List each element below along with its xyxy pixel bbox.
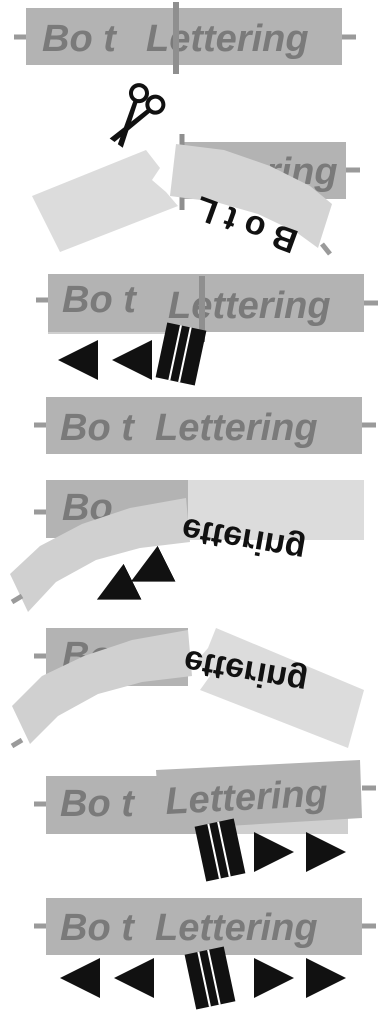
- label-text-left: Bo t: [42, 18, 117, 60]
- label-text-left: Bo t: [60, 783, 135, 825]
- label-text-right: Lettering: [146, 18, 309, 60]
- tape-end: [12, 596, 22, 602]
- step-3-join-left: Bo t Lettering: [36, 274, 378, 386]
- step-2-cut-label: tering B o t L: [32, 82, 360, 260]
- tape-backing-piece: [32, 150, 178, 252]
- label-text-right: Lettering: [168, 285, 331, 327]
- step-6-cut-backing: Bo ettering: [12, 628, 364, 748]
- step-5-flip-right: Bo ettering: [10, 480, 364, 612]
- label-text-left: Bo t: [62, 279, 137, 321]
- label-text-full: Bo t Lettering: [60, 907, 318, 949]
- tape-end: [12, 740, 22, 746]
- step-4-repaired-label: Bo t Lettering: [34, 397, 376, 454]
- arrow-left-icon: [138, 568, 158, 578]
- step-1-full-label: Bo t Lettering: [14, 2, 356, 74]
- scissors-icon: [101, 82, 166, 153]
- tape-end: [322, 244, 330, 254]
- step-8-final: Bo t Lettering: [34, 898, 376, 1010]
- clip-icon: [185, 946, 236, 1009]
- arrow-left-icon: [104, 586, 124, 596]
- step-7-join-right: Bo t Lettering: [34, 760, 376, 882]
- label-text-full: Bo t Lettering: [60, 407, 318, 449]
- label-text-right: Lettering: [164, 773, 329, 823]
